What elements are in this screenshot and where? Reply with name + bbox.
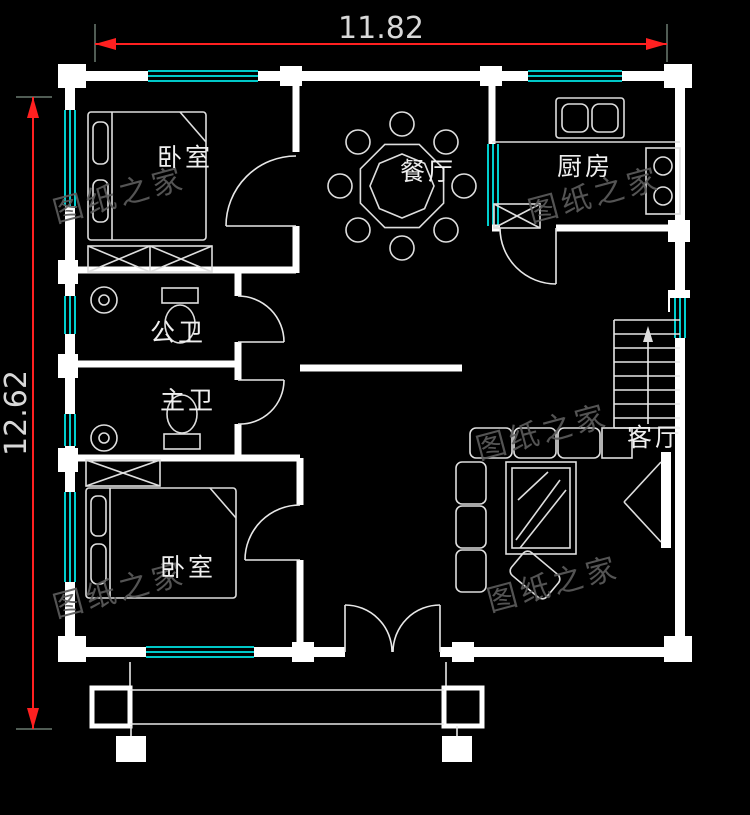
door-bedroom1 bbox=[225, 155, 297, 227]
room-label-bedroom-top: 卧室 bbox=[157, 143, 213, 172]
chair bbox=[345, 217, 371, 243]
doors bbox=[225, 155, 557, 653]
chair bbox=[451, 173, 477, 199]
cabinet bbox=[493, 203, 541, 229]
pillow bbox=[90, 495, 107, 537]
porch-footing bbox=[442, 736, 472, 762]
chair bbox=[433, 129, 459, 155]
dimension-width-value: 11.82 bbox=[338, 11, 424, 46]
interior-walls bbox=[70, 76, 680, 652]
porch-footing bbox=[116, 736, 146, 762]
porch-column bbox=[441, 685, 485, 729]
washbasin bbox=[90, 424, 118, 452]
chair bbox=[433, 217, 459, 243]
toilet-bowl bbox=[166, 394, 198, 434]
coffee-table bbox=[505, 461, 577, 555]
sink-unit bbox=[555, 97, 625, 139]
bed bbox=[85, 487, 237, 599]
armchair bbox=[509, 550, 561, 600]
dining-table bbox=[359, 143, 445, 229]
washbasin-drain bbox=[98, 432, 110, 444]
pillar bbox=[664, 636, 692, 662]
pillar bbox=[58, 636, 86, 662]
furniture-kitchen bbox=[492, 97, 681, 229]
arrow-left-icon bbox=[95, 38, 116, 50]
room-label-kitchen: 厨房 bbox=[557, 152, 613, 181]
room-label-living: 客厅 bbox=[627, 423, 683, 452]
sink-bowl bbox=[591, 103, 619, 133]
furniture-bedroom2 bbox=[85, 459, 237, 599]
side-table bbox=[601, 427, 633, 459]
sofa-cushion bbox=[455, 505, 487, 549]
stair-arrow-icon bbox=[643, 326, 653, 342]
porch bbox=[89, 662, 485, 762]
room-label-master-bath: 主卫 bbox=[160, 386, 216, 415]
furniture-dining bbox=[327, 111, 477, 261]
room-label-bedroom-bottom: 卧室 bbox=[160, 553, 216, 582]
furniture-living bbox=[455, 427, 671, 600]
porch-column bbox=[89, 685, 133, 729]
dining-table-inner bbox=[369, 153, 435, 219]
dimension-height-value: 12.62 bbox=[0, 370, 34, 456]
door-entry-double bbox=[344, 604, 441, 653]
room-label-dining: 餐厅 bbox=[400, 157, 456, 186]
toilet-tank bbox=[163, 433, 201, 450]
pillar bbox=[58, 260, 78, 284]
sofa-cushion bbox=[513, 427, 557, 459]
blanket-fold bbox=[179, 111, 207, 143]
door-bedroom2 bbox=[244, 504, 301, 561]
pillar bbox=[58, 448, 78, 472]
dimension-left: 12.62 bbox=[0, 96, 52, 730]
wall-pillars bbox=[58, 64, 692, 662]
coffee-table-inner bbox=[511, 467, 571, 549]
room-labels: 卧室 餐厅 厨房 公卫 主卫 卧室 客厅 bbox=[150, 143, 683, 582]
pillar bbox=[664, 64, 692, 88]
arrow-up-icon bbox=[27, 97, 39, 118]
door-master-bath bbox=[237, 379, 285, 425]
sofa-cushion bbox=[455, 549, 487, 593]
pillar bbox=[58, 64, 86, 88]
pillar bbox=[58, 354, 78, 378]
windows bbox=[60, 66, 690, 662]
furniture-public-bath bbox=[90, 286, 199, 344]
tv-panel bbox=[661, 452, 671, 548]
arrow-right-icon bbox=[646, 38, 667, 50]
burner bbox=[653, 186, 673, 206]
burner bbox=[653, 156, 673, 176]
washbasin-drain bbox=[98, 294, 110, 306]
sofa-cushion bbox=[557, 427, 601, 459]
chair bbox=[327, 173, 353, 199]
chair bbox=[389, 111, 415, 137]
toilet-bowl bbox=[164, 304, 196, 344]
blanket-fold bbox=[209, 487, 237, 519]
chair bbox=[345, 129, 371, 155]
toilet-tank bbox=[161, 287, 199, 304]
watermark-text: 图纸之家 bbox=[472, 398, 612, 467]
pillar bbox=[452, 642, 474, 662]
washbasin bbox=[90, 286, 118, 314]
watermark-text: 图纸之家 bbox=[483, 550, 623, 619]
pillow bbox=[92, 121, 109, 165]
sink-bowl bbox=[561, 103, 589, 133]
chair bbox=[389, 235, 415, 261]
furniture-bedroom1 bbox=[87, 111, 213, 273]
dimension-top: 11.82 bbox=[94, 11, 668, 62]
sofa-cushion bbox=[455, 461, 487, 505]
sofa-cushion bbox=[469, 427, 513, 459]
arrow-down-icon bbox=[27, 708, 39, 729]
pillow bbox=[90, 543, 107, 585]
stove bbox=[645, 147, 681, 215]
pillow bbox=[92, 179, 109, 223]
room-label-public-bath: 公卫 bbox=[150, 318, 206, 347]
door-public-bath bbox=[237, 295, 285, 343]
wardrobe bbox=[85, 459, 161, 487]
bed bbox=[87, 111, 207, 241]
furniture-master-bath bbox=[90, 394, 201, 452]
door-kitchen bbox=[499, 227, 557, 285]
